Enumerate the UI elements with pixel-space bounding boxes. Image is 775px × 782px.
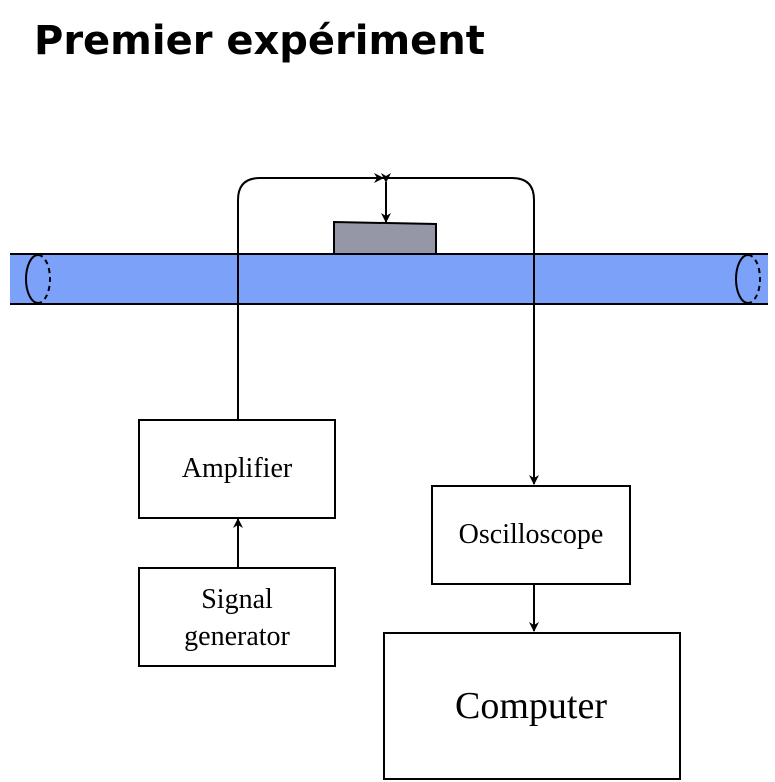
page-title: Premier expériment [34, 18, 485, 64]
signal-generator-label-line2: generator [184, 621, 290, 652]
signal-generator-box: Signal generator [138, 567, 336, 667]
amplifier-box: Amplifier [138, 419, 336, 519]
wire-top-to-oscilloscope [383, 177, 539, 485]
oscilloscope-label: Oscilloscope [459, 519, 604, 550]
computer-box: Computer [383, 632, 681, 780]
pipe-body [10, 254, 768, 304]
computer-label: Computer [455, 685, 607, 727]
pipe-left-cap-front [25, 254, 39, 304]
amplifier-label: Amplifier [182, 453, 293, 484]
wire-amplifier-to-top [237, 173, 384, 420]
oscilloscope-box: Oscilloscope [431, 485, 631, 585]
sensor-block [333, 220, 437, 255]
pipe-left-cap-back [37, 254, 51, 304]
pipe-right-cap-front [735, 254, 749, 304]
pipe [10, 253, 768, 305]
signal-generator-label-line1: Signal [201, 584, 273, 615]
pipe-right-cap-back [747, 254, 761, 304]
